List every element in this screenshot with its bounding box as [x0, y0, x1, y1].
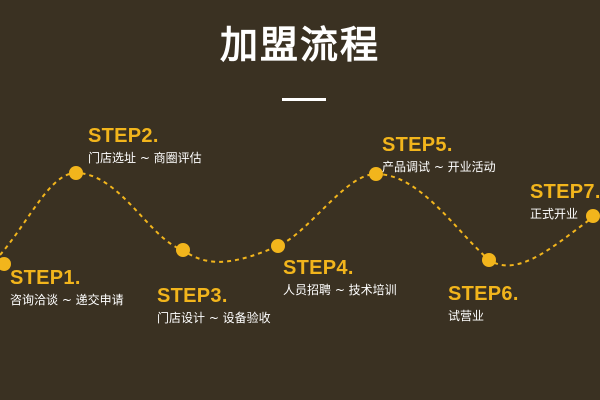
step-7-desc: 正式开业	[530, 207, 579, 221]
step-2-desc: 门店选址 ~ 商圈评估	[88, 151, 202, 165]
step-3-desc: 门店设计 ~ 设备验收	[157, 311, 271, 325]
step-2-dot	[69, 166, 83, 180]
step-6: STEP6. 试营业	[448, 282, 519, 324]
step-5-desc: 产品调试 ~ 开业活动	[382, 160, 496, 174]
step-1-desc: 咨询洽谈 ~ 递交申请	[10, 293, 124, 307]
step-4: STEP4. 人员招聘 ~ 技术培训	[283, 256, 397, 298]
dashed-wave-line	[0, 171, 596, 267]
step-1-dot	[0, 257, 11, 271]
step-2: STEP2. 门店选址 ~ 商圈评估	[88, 124, 202, 166]
step-7: STEP7. 正式开业	[530, 180, 600, 222]
step-4-label: STEP4.	[283, 257, 354, 279]
step-2-label: STEP2.	[88, 125, 159, 147]
step-4-dot	[271, 239, 285, 253]
step-3-dot	[176, 243, 190, 257]
step-6-desc: 试营业	[448, 309, 485, 323]
step-5: STEP5. 产品调试 ~ 开业活动	[382, 133, 496, 175]
step-3: STEP3. 门店设计 ~ 设备验收	[157, 284, 271, 326]
step-1-label: STEP1.	[10, 267, 81, 289]
step-5-label: STEP5.	[382, 134, 453, 156]
page-title: 加盟流程	[219, 23, 380, 67]
step-3-label: STEP3.	[157, 285, 228, 307]
step-5-dot	[369, 167, 383, 181]
step-6-dot	[482, 253, 496, 267]
step-6-label: STEP6.	[448, 283, 519, 305]
title-underline	[282, 98, 326, 101]
step-7-label: STEP7.	[530, 181, 600, 203]
step-4-desc: 人员招聘 ~ 技术培训	[283, 283, 397, 297]
step-1: STEP1. 咨询洽谈 ~ 递交申请	[10, 266, 124, 308]
step-7-dot	[586, 209, 600, 223]
